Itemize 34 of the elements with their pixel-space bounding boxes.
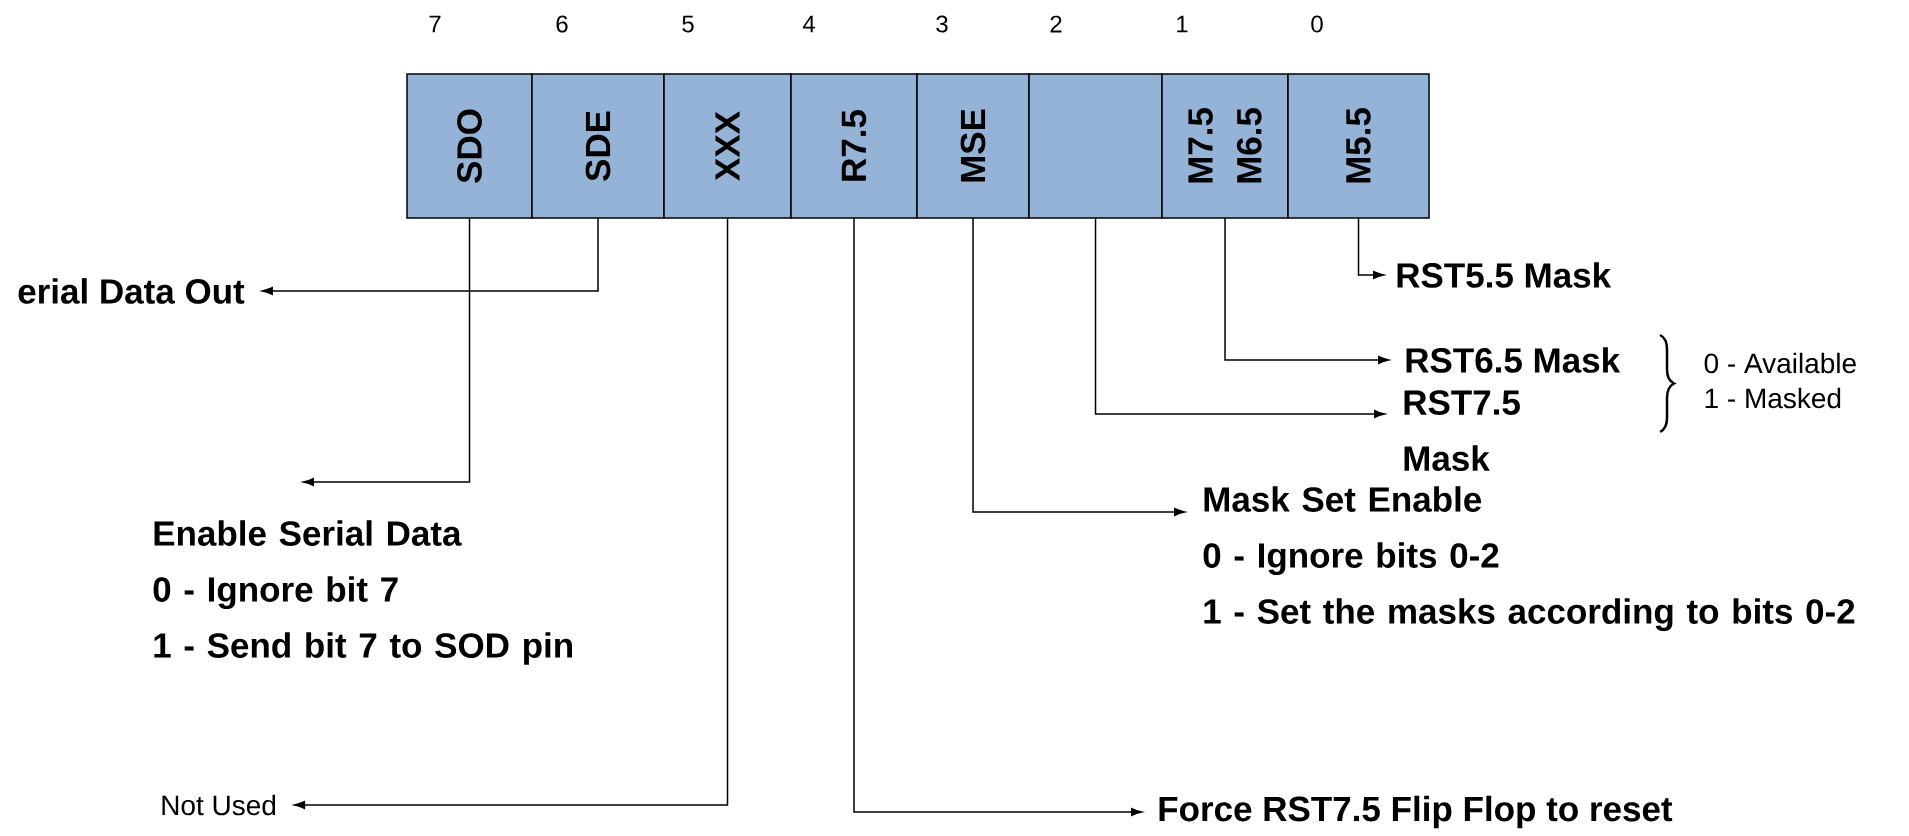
- bit-number: 4: [802, 15, 815, 33]
- arrow: [1357, 217, 1385, 280]
- arrow: [853, 217, 1143, 817]
- arrow: [1224, 217, 1390, 365]
- register-cell: M5.5: [1287, 73, 1430, 219]
- description-text: erial Data Out: [18, 278, 245, 304]
- arrow: [293, 217, 729, 810]
- description-text: RST6.5 Mask: [1406, 347, 1621, 373]
- bit-number: 6: [556, 15, 568, 33]
- bit-number: 1: [1177, 15, 1188, 33]
- arrow: [1094, 217, 1386, 419]
- register-cell: M7.5 M6.5: [1161, 73, 1289, 219]
- note-text: 1 - Masked: [1705, 387, 1841, 409]
- register-cell: XXX: [663, 73, 792, 219]
- register-cell: R7.5: [790, 73, 918, 219]
- arrow: [261, 217, 599, 296]
- register-cell: [1028, 73, 1163, 219]
- bit-number: 0: [1311, 15, 1323, 33]
- bit-number: 5: [682, 15, 694, 33]
- description-text: Not Used: [162, 794, 276, 816]
- description-text: Enable Serial Data 0 - Ignore bit 7 1 - Send bit 7 to SOD pin: [153, 520, 572, 665]
- description-text: Mask Set Enable 0 - Ignore bits 0-2 1 - Set the masks according to bits 0-2: [1203, 486, 1855, 631]
- bit-number: 3: [936, 15, 948, 33]
- description-text: RST7.5 Mask: [1404, 390, 1520, 471]
- arrow: [972, 217, 1186, 517]
- arrow: [302, 217, 471, 487]
- bit-number: 7: [429, 15, 441, 33]
- description-text: RST5.5 Mask: [1397, 262, 1612, 288]
- description-text: Force RST7.5 Flip Flop to reset: [1159, 795, 1673, 829]
- register-cell: SDO: [406, 73, 533, 219]
- note-text: 0 - Available: [1704, 352, 1856, 374]
- bit-number: 2: [1050, 15, 1062, 33]
- register-cell: MSE: [916, 73, 1030, 219]
- register-cell: SDE: [531, 73, 665, 219]
